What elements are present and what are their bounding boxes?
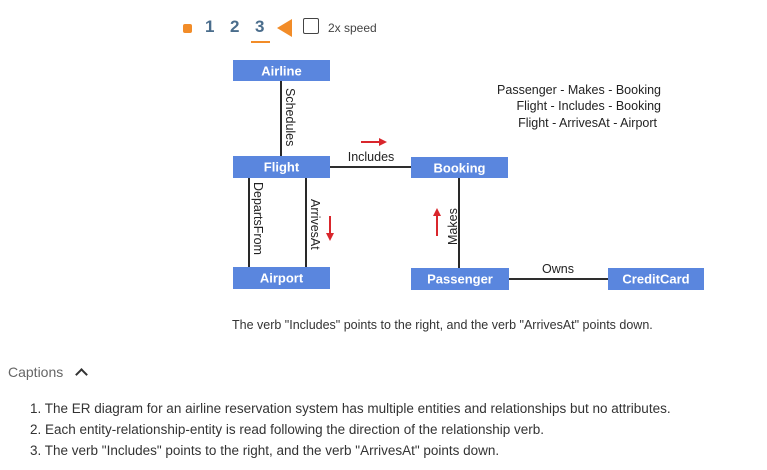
svg-text:Flight: Flight	[264, 160, 300, 175]
step-3-button[interactable]: 3	[255, 17, 265, 36]
departsfrom-label: DepartsFrom	[251, 182, 265, 255]
arrivesat-arrow-icon	[326, 216, 334, 241]
caption-item: 1. The ER diagram for an airline reserva…	[30, 401, 671, 416]
note-line-3: Flight - ArrivesAt - Airport	[518, 116, 657, 130]
schedules-label: Schedules	[283, 88, 297, 146]
owns-label: Owns	[542, 262, 574, 276]
note-line-1: Passenger - Makes - Booking	[497, 83, 661, 97]
chevron-up-icon	[75, 367, 89, 381]
previous-step-icon[interactable]	[277, 19, 292, 37]
svg-text:Airline: Airline	[261, 64, 301, 79]
speed-checkbox[interactable]	[303, 18, 319, 34]
entity-airport: Airport	[233, 267, 330, 289]
er-diagram: Schedules Includes DepartsFrom ArrivesAt…	[233, 60, 704, 290]
entity-creditcard: CreditCard	[608, 268, 704, 290]
svg-text:Airport: Airport	[260, 271, 304, 286]
makes-arrow-icon	[433, 208, 441, 236]
entity-passenger: Passenger	[411, 268, 509, 290]
step-1-button[interactable]: 1	[205, 17, 215, 36]
captions-toggle[interactable]: Captions	[8, 364, 89, 381]
captions-list: 1. The ER diagram for an airline reserva…	[30, 398, 671, 461]
svg-text:CreditCard: CreditCard	[622, 272, 689, 287]
step-2-button[interactable]: 2	[230, 17, 240, 36]
diagram-caption: The verb "Includes" points to the right,…	[232, 318, 653, 332]
includes-arrow-icon	[361, 138, 387, 146]
caption-item: 3. The verb "Includes" points to the rig…	[30, 443, 500, 458]
entity-booking: Booking	[411, 157, 508, 178]
entity-airline: Airline	[233, 60, 330, 81]
entity-flight: Flight	[233, 156, 330, 178]
makes-label: Makes	[446, 208, 460, 245]
svg-text:Passenger: Passenger	[427, 272, 493, 287]
includes-label: Includes	[348, 150, 395, 164]
caption-item: 2. Each entity-relationship-entity is re…	[30, 422, 545, 437]
speed-label: 2x speed	[328, 21, 377, 35]
note-line-2: Flight - Includes - Booking	[516, 99, 661, 113]
captions-header-label: Captions	[8, 364, 64, 380]
arrivesat-label: ArrivesAt	[308, 199, 322, 250]
current-step-indicator	[251, 41, 270, 43]
stop-button[interactable]	[183, 24, 192, 33]
svg-text:Booking: Booking	[434, 161, 486, 176]
